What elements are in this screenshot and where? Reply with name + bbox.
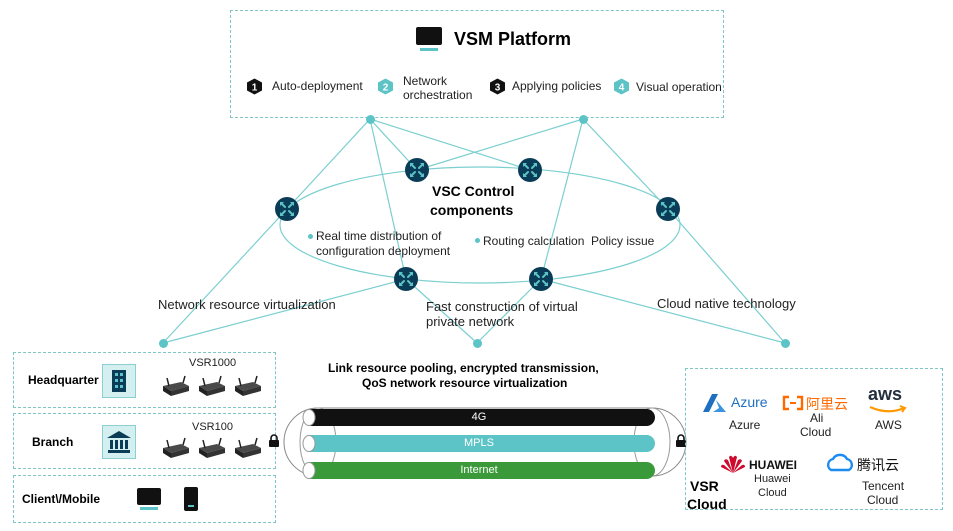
aws-smile-icon	[869, 405, 907, 413]
headquarter-model: VSR1000	[189, 357, 237, 369]
capability-middle-line1: Fast construction of virtual	[426, 299, 578, 314]
step-2-badge: 2	[378, 78, 393, 95]
ali-logo-icon	[782, 395, 804, 411]
capability-left: Network resource virtualization	[158, 297, 336, 312]
vsr-cloud-panel	[685, 368, 943, 510]
svg-text:3: 3	[495, 83, 501, 94]
controller-bullet2: Routing calculation	[483, 234, 585, 248]
azure-logo-text: Azure	[731, 394, 768, 410]
svg-text:1: 1	[252, 83, 258, 94]
aws-logo-text: aws	[868, 384, 903, 404]
step-1-label: Auto-deployment	[272, 79, 363, 93]
building-icon	[102, 364, 136, 398]
vsr-cloud-label-line1: VSR	[690, 478, 719, 494]
tencent-name-line1: Tencent	[862, 479, 905, 493]
phone-icon	[184, 487, 198, 511]
lock-icon	[269, 434, 279, 447]
capability-right: Cloud native technology	[657, 296, 796, 311]
huawei-name-line2: Cloud	[758, 487, 787, 499]
step-3-label: Applying policies	[512, 79, 602, 93]
step-4-label: Visual operation	[636, 80, 722, 94]
bullet-dot	[308, 234, 313, 239]
svg-text:4: 4	[619, 83, 625, 94]
step-4-badge: 4	[614, 78, 629, 95]
platform-anchor-right	[579, 115, 588, 124]
huawei-name-line1: Huawei	[754, 473, 791, 485]
branch-model: VSR100	[192, 421, 233, 433]
tencent-name-line2: Cloud	[867, 493, 899, 507]
aws-name: AWS	[875, 418, 902, 432]
vsm-platform-panel	[230, 10, 724, 118]
link-line-internet: Internet	[303, 462, 655, 479]
monitor-icon	[137, 488, 161, 510]
client-mobile-label: Client\/Mobile	[22, 492, 100, 506]
anchor-dot-left	[159, 339, 168, 348]
link-line-4g: 4G	[303, 409, 655, 426]
svg-text:2: 2	[383, 83, 389, 94]
tencent-logo-text: 腾讯云	[857, 458, 899, 474]
lock-icon	[676, 434, 686, 447]
headquarter-panel	[13, 352, 276, 408]
azure-name: Azure	[729, 418, 761, 432]
huawei-logo-text: HUAWEI	[749, 458, 797, 472]
ali-name-line2: Cloud	[800, 425, 832, 439]
huawei-logo-icon	[721, 455, 745, 473]
azure-logo-icon	[703, 394, 726, 412]
controller-bullet1-line1: Real time distribution of	[316, 229, 442, 243]
controller-title-line2: components	[430, 202, 514, 218]
tencent-logo-icon	[826, 453, 854, 472]
bullet-dot	[475, 238, 480, 243]
controller-bullet3: Policy issue	[591, 234, 655, 248]
headquarter-label: Headquarter	[28, 373, 99, 387]
monitor-icon	[416, 27, 442, 51]
link-title-line1: Link resource pooling, encrypted transmi…	[328, 361, 599, 375]
controller-bullet1-line2: configuration deployment	[316, 244, 451, 258]
step-3-badge: 3	[490, 78, 505, 95]
controller-title-line1: VSC Control	[432, 183, 515, 199]
bank-icon	[102, 425, 136, 459]
client-mobile-panel	[13, 475, 276, 523]
capability-middle-line2: private network	[426, 314, 515, 329]
step-1-badge: 1	[247, 78, 262, 95]
anchor-dot-middle	[473, 339, 482, 348]
step-2-label-line2: orchestration	[403, 88, 473, 102]
link-line-mpls: MPLS	[303, 435, 655, 452]
anchor-dot-right	[781, 339, 790, 348]
branch-label: Branch	[32, 435, 74, 449]
link-title-line2: QoS network resource virtualization	[362, 376, 568, 390]
ali-name-line1: Ali	[810, 411, 824, 425]
step-2-label-line1: Network	[403, 74, 448, 88]
platform-anchor-left	[366, 115, 375, 124]
platform-title: VSM Platform	[454, 29, 572, 49]
ali-logo-text: 阿里云	[806, 397, 848, 413]
vsr-cloud-label-line2: Cloud	[687, 496, 727, 512]
